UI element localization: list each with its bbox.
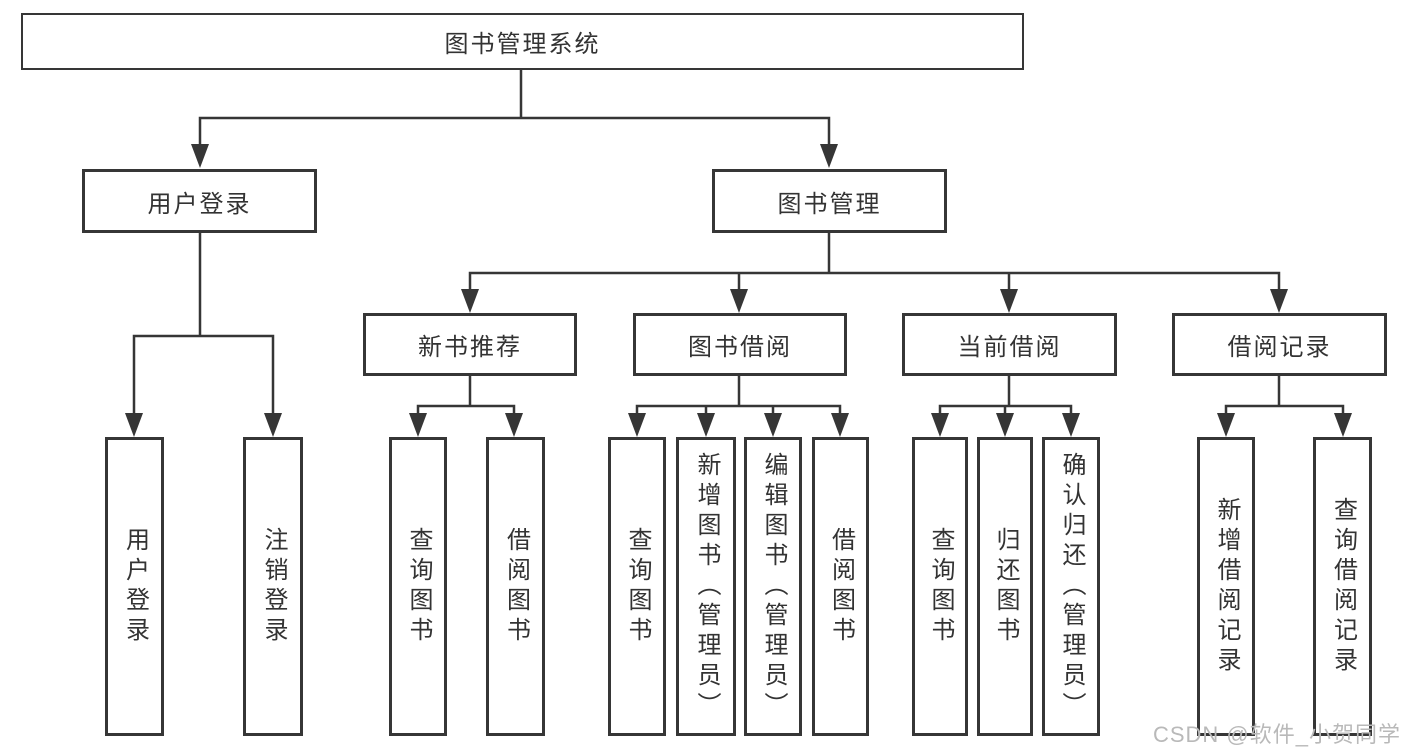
- node-label: 当前借阅: [957, 334, 1062, 361]
- leaf-label: 查询借阅记录: [1329, 496, 1357, 677]
- leaf-confirm-return-admin: 确认归还（管理员）: [1042, 437, 1100, 736]
- connector-records-to-leaves: [1217, 376, 1352, 437]
- node-label: 借阅记录: [1227, 334, 1332, 361]
- connector-current-borrow-to-leaves: [931, 376, 1080, 437]
- leaf-label: 借阅图书: [827, 526, 855, 647]
- leaf-query-books-2: 查询图书: [608, 437, 666, 736]
- node-label: 用户登录: [147, 190, 252, 218]
- leaf-label: 注销登录: [260, 526, 287, 647]
- connector-user-login-to-leaves: [125, 233, 282, 437]
- leaf-add-borrow-record: 新增借阅记录: [1197, 437, 1255, 736]
- node-book-borrowing: 图书借阅: [633, 313, 847, 376]
- leaf-label: 查询图书: [927, 526, 954, 647]
- connector-new-rec-to-leaves: [409, 376, 523, 437]
- leaf-label: 新增借阅记录: [1213, 496, 1240, 677]
- node-borrowing-records: 借阅记录: [1172, 313, 1387, 376]
- leaf-label: 确认归还（管理员）: [1058, 451, 1085, 722]
- leaf-borrow-books-2: 借阅图书: [812, 437, 869, 736]
- leaf-label: 新增图书（管理员）: [693, 451, 720, 722]
- node-book-management: 图书管理: [712, 169, 947, 233]
- leaf-query-books-3: 查询图书: [912, 437, 968, 736]
- leaf-logout: 注销登录: [243, 437, 303, 736]
- leaf-user-login: 用户登录: [105, 437, 164, 736]
- node-label: 图书借阅: [688, 334, 792, 361]
- node-label: 新书推荐: [418, 334, 522, 361]
- node-current-borrowing: 当前借阅: [902, 313, 1117, 376]
- csdn-watermark: CSDN @软件_小贺同学: [1152, 722, 1401, 747]
- node-label: 图书管理: [777, 190, 882, 218]
- node-label: 图书管理系统: [444, 31, 601, 58]
- leaf-return-book: 归还图书: [977, 437, 1033, 736]
- leaf-label: 借阅图书: [502, 526, 530, 647]
- leaf-borrow-books-1: 借阅图书: [486, 437, 545, 736]
- leaf-add-book-admin: 新增图书（管理员）: [676, 437, 736, 736]
- node-user-login: 用户登录: [82, 169, 317, 233]
- leaf-query-borrow-record: 查询借阅记录: [1313, 437, 1372, 736]
- leaf-label: 归还图书: [992, 526, 1019, 647]
- connector-book-borrow-to-leaves: [628, 376, 849, 437]
- connector-root-to-level2: [191, 69, 838, 168]
- leaf-edit-book-admin: 编辑图书（管理员）: [744, 437, 802, 736]
- leaf-label: 用户登录: [121, 526, 149, 647]
- connector-book-mgmt-to-level3: [461, 233, 1288, 313]
- leaf-label: 查询图书: [624, 526, 651, 647]
- leaf-query-books-1: 查询图书: [389, 437, 447, 736]
- node-library-management-system: 图书管理系统: [21, 13, 1024, 70]
- leaf-label: 查询图书: [405, 526, 432, 647]
- node-new-book-recommendation: 新书推荐: [363, 313, 577, 376]
- leaf-label: 编辑图书（管理员）: [760, 451, 787, 722]
